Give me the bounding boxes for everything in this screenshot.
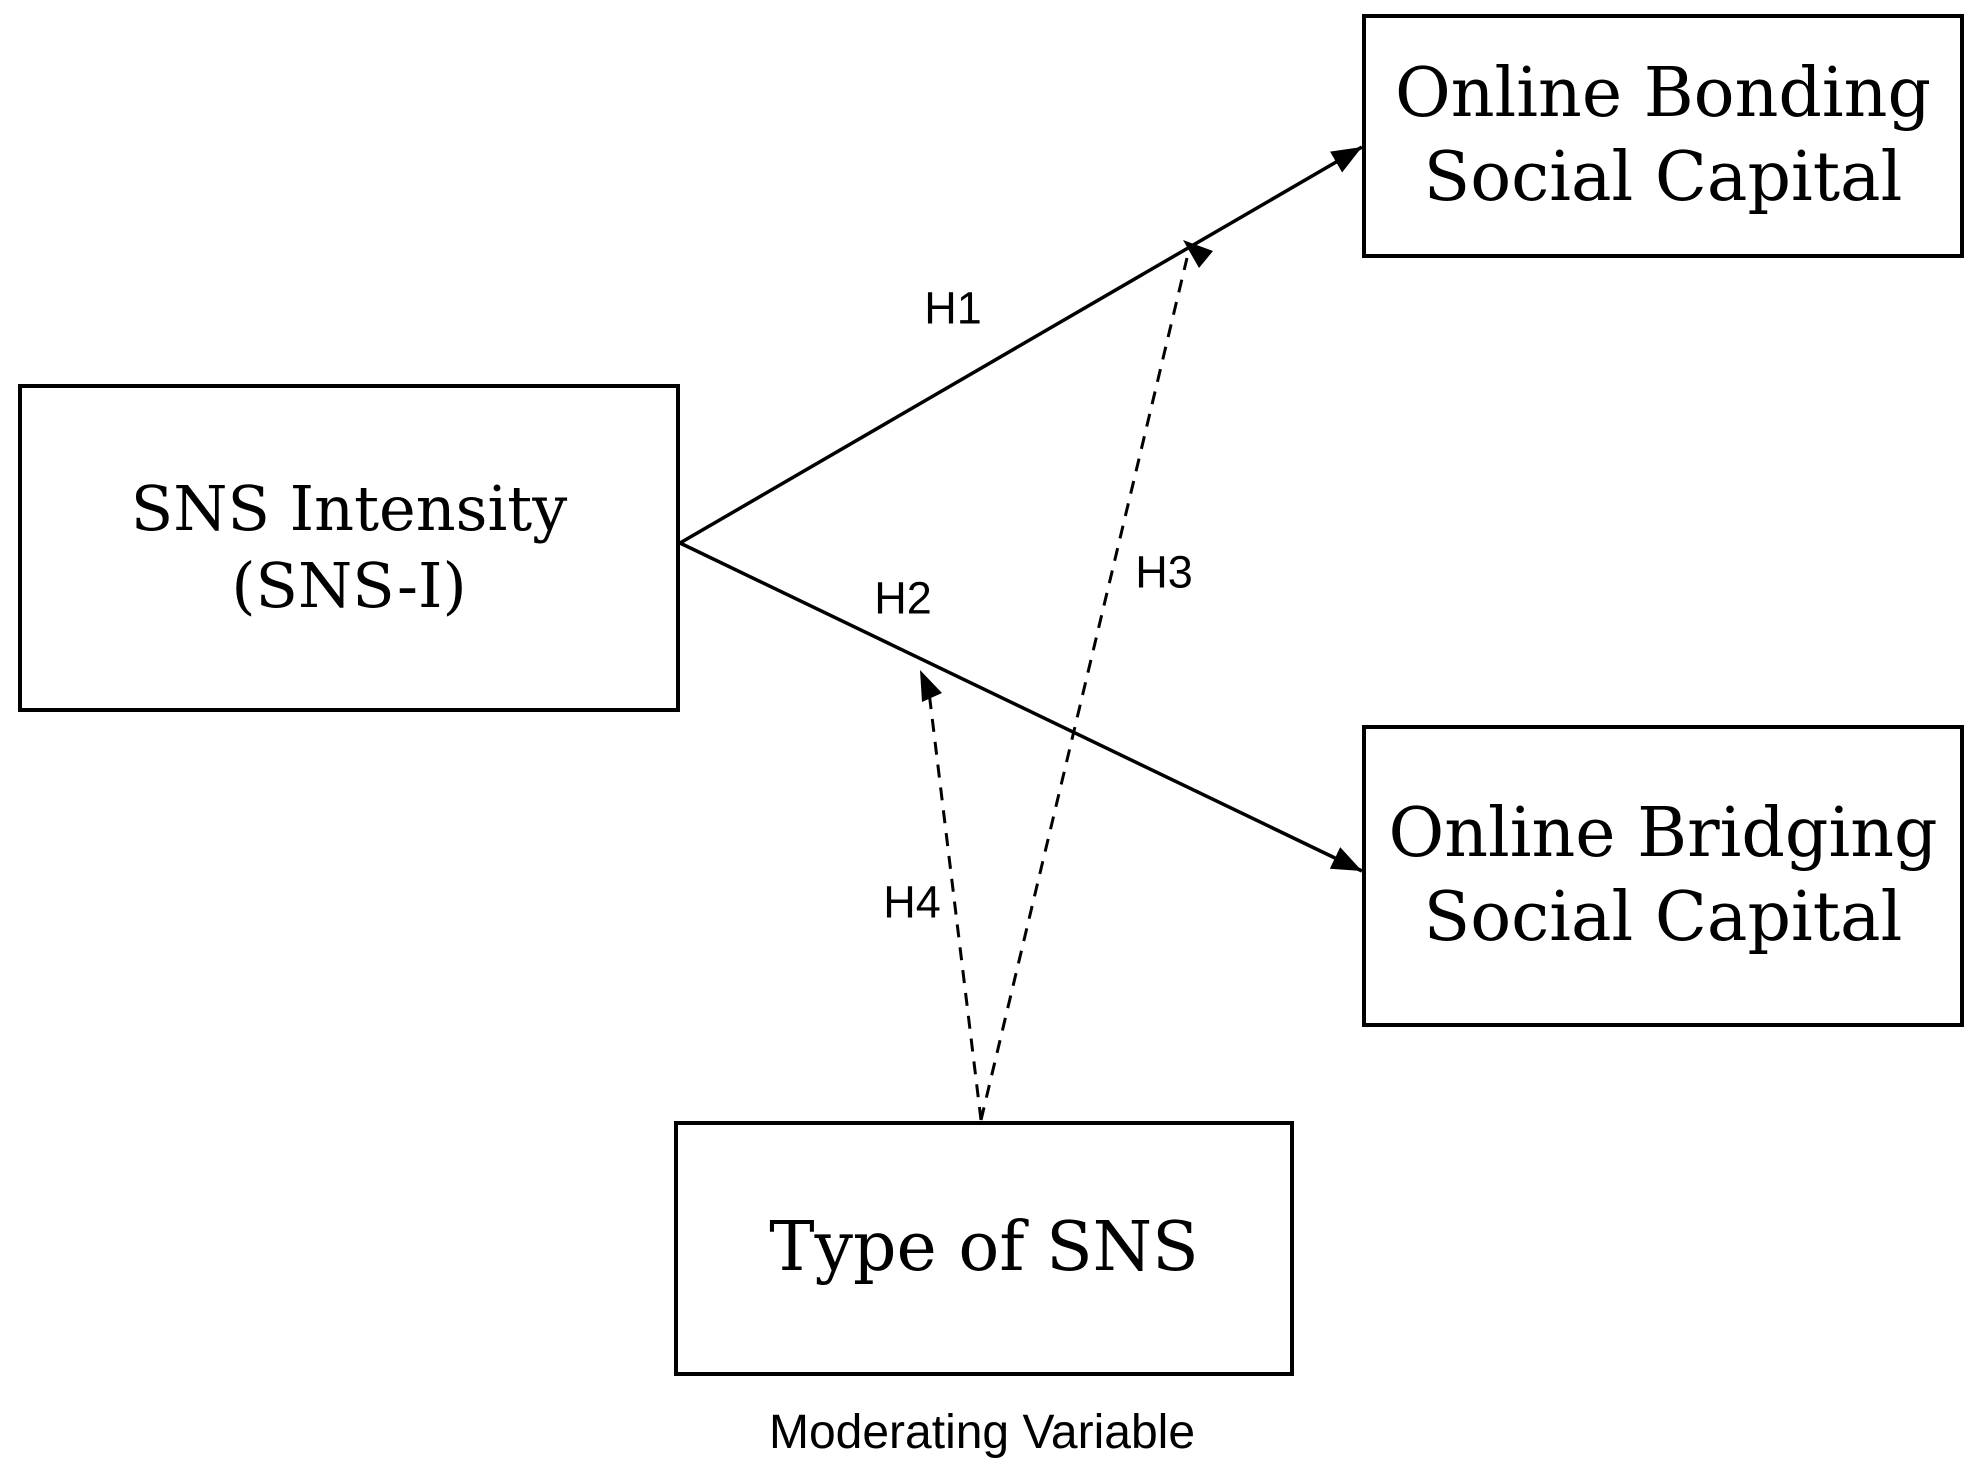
moderating-variable-caption: Moderating Variable: [768, 1406, 1196, 1459]
h4-arrowhead: [920, 670, 942, 702]
box-type-of-sns-line1: Type of SNS: [769, 1208, 1199, 1288]
h2-arrow-line: [679, 541, 1363, 873]
box-online-bonding: Online Bonding Social Capital: [1362, 14, 1964, 258]
box-online-bonding-line2: Social Capital: [1423, 138, 1903, 217]
box-sns-intensity: SNS Intensity (SNS-I): [18, 384, 680, 712]
h4-arrow-line: [927, 691, 983, 1121]
h1-arrow-label: H1: [924, 282, 982, 334]
box-online-bridging-line1: Online Bridging: [1388, 793, 1938, 873]
h2-arrow-label: H2: [874, 572, 932, 624]
h3-arrowhead: [1183, 240, 1213, 268]
box-type-of-sns: Type of SNS: [674, 1121, 1294, 1376]
box-online-bonding-line1: Online Bonding: [1395, 53, 1931, 133]
h3-arrow-line: [979, 257, 1189, 1121]
box-sns-intensity-line2: (SNS-I): [231, 549, 467, 622]
box-online-bridging: Online Bridging Social Capital: [1362, 725, 1964, 1027]
h3-arrow-label: H3: [1135, 546, 1193, 598]
box-online-bridging-line2: Social Capital: [1423, 878, 1903, 957]
h4-arrow-label: H4: [883, 876, 941, 928]
box-sns-intensity-line1: SNS Intensity: [130, 472, 568, 546]
h1-arrow-line: [679, 145, 1363, 545]
